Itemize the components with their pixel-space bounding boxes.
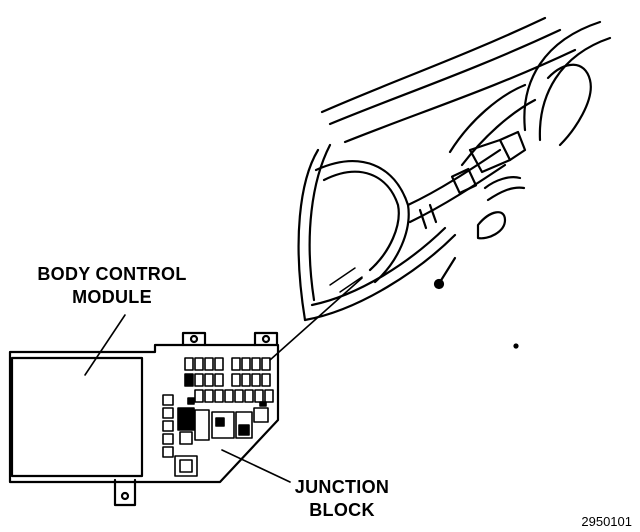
- fuse-row-lower: [194, 389, 274, 403]
- label-junction-block-line1: JUNCTION: [295, 477, 389, 497]
- label-junction-block-line2: BLOCK: [309, 500, 375, 520]
- label-body-control-module-line1: BODY CONTROL: [37, 264, 186, 284]
- module-assembly: [8, 331, 280, 507]
- label-body-control-module-line2: MODULE: [72, 287, 152, 307]
- fuse-row-middle: [184, 373, 271, 387]
- body-control-module: [10, 356, 144, 478]
- leader-panel-to-block: [269, 277, 363, 361]
- instrument-panel: [297, 16, 612, 349]
- connector: [174, 455, 198, 477]
- leader-bcm: [84, 314, 126, 376]
- fuse-row-top: [184, 357, 271, 371]
- junction-block: [162, 357, 274, 477]
- figure-number: 2950101: [581, 514, 632, 529]
- leader-junction-block: [221, 449, 291, 483]
